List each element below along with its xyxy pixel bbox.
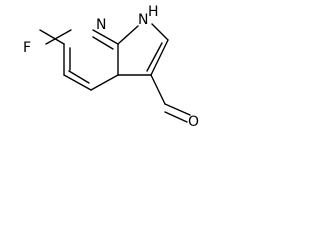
bond-cho-o-double [164, 111, 188, 123]
bond-c3a-c4 [90, 74, 119, 91]
bond-c7a-n1 [117, 25, 139, 45]
bond-n1-c2 [151, 23, 169, 41]
bond-c2-c3 [150, 39, 169, 76]
bond-c2-c3-double [146, 42, 163, 72]
pyridine-nitrogen-label: N [96, 17, 106, 33]
aldehyde-oxygen-label: O [188, 114, 199, 130]
bond-c6-f [39, 29, 65, 45]
molecule-diagram: F N N H O [23, 4, 199, 130]
bond-c4-c5-double [68, 70, 90, 84]
structure-canvas: F N N H O [0, 0, 210, 138]
bond-c3-cho [150, 74, 166, 105]
bond-c6-n7 [45, 29, 72, 45]
bond-n7-c7a [92, 29, 119, 45]
fluorine-label: F [23, 40, 31, 56]
bond-n7-c7a-double [92, 36, 114, 50]
bond-c4-c5 [63, 74, 92, 91]
pyrrole-h-label: H [148, 4, 159, 20]
bond-cho-o [164, 103, 191, 116]
pyrrole-nh-label: N [138, 12, 148, 28]
